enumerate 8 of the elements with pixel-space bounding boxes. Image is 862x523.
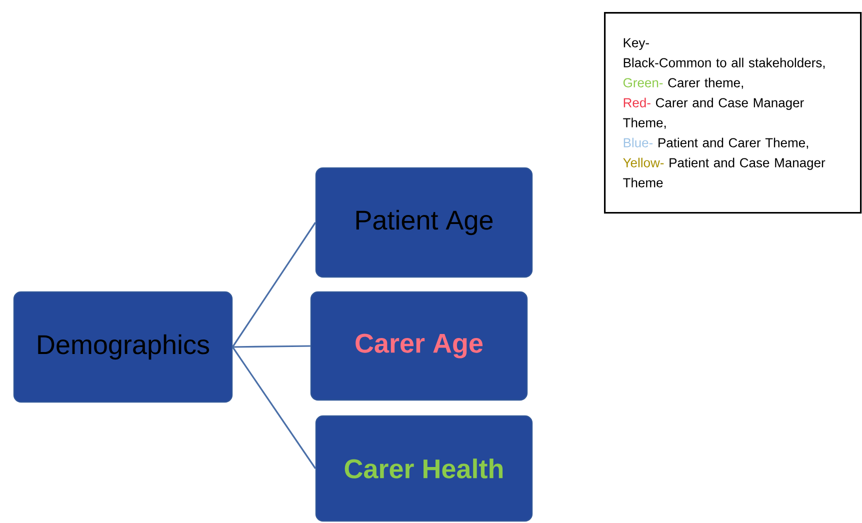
key-box: Key- Black-Common to all stakeholders, Green- Carer theme, Red- Carer and Case Manager Theme, Blue- Patient and Carer Theme, Yellow- Patient and Case Manager Theme	[604, 12, 862, 214]
connector-line	[232, 346, 316, 469]
process-box: Demographics	[13, 291, 233, 403]
connector-line	[232, 222, 316, 348]
connector-line	[232, 345, 310, 348]
process-box: Carer Health	[315, 415, 533, 522]
process-box: Patient Age	[315, 167, 533, 278]
process-box: Carer Age	[310, 291, 528, 401]
